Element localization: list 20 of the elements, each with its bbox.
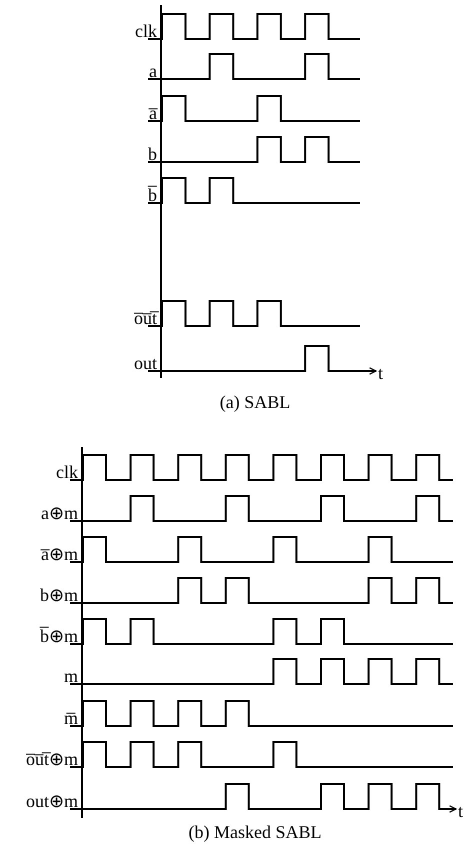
signal-label: o̅u̅t̅⊕m: [26, 749, 78, 769]
signal-label: m: [64, 666, 78, 686]
signal-label: o̅u̅t̅: [134, 308, 157, 328]
caption: (a) SABL: [220, 392, 290, 412]
signal-label: a̅: [149, 103, 157, 123]
signal-label: clk: [135, 21, 157, 41]
caption: (b) Masked SABL: [188, 822, 322, 842]
signal-label: a̅⊕m: [41, 544, 78, 564]
signal-label: b̅⊕m: [40, 626, 78, 646]
signal-label: a: [149, 61, 157, 81]
signal-label: m̅: [64, 708, 78, 728]
signal-label: b̅: [148, 185, 157, 205]
signal-label: b⊕m: [40, 585, 78, 605]
axis-label: t: [378, 363, 384, 383]
signal-label: b: [148, 144, 157, 164]
signal-label: out⊕m: [26, 791, 78, 811]
axis-label: t: [458, 801, 464, 821]
signal-label: clk: [56, 462, 78, 482]
signal-label: a⊕m: [41, 503, 78, 523]
signal-label: out: [134, 353, 157, 373]
